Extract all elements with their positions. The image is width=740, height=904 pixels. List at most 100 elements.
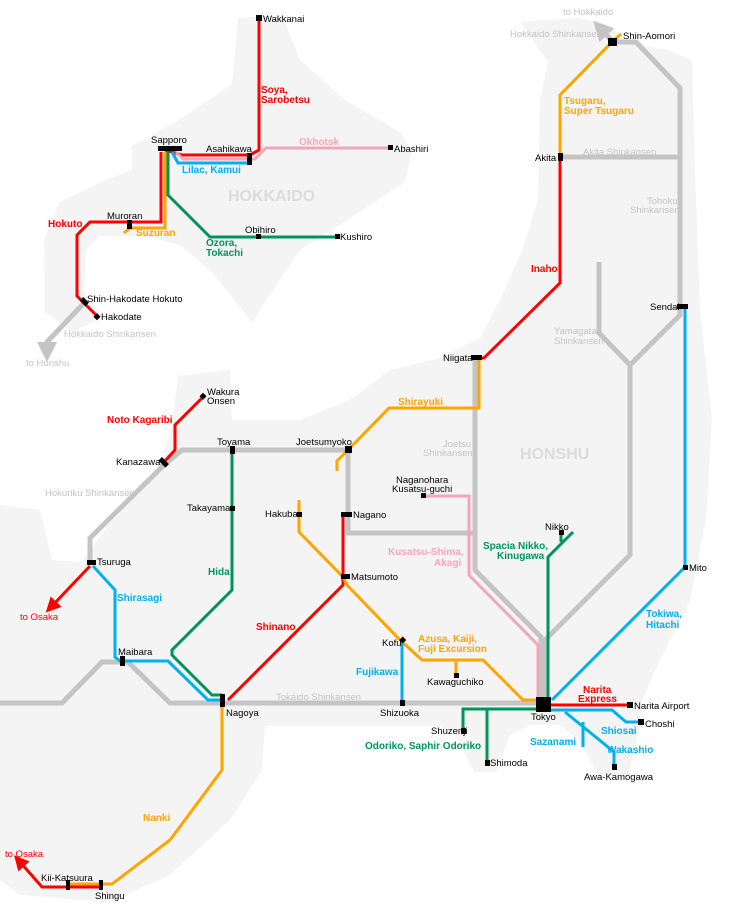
obihiro-marker[interactable] — [256, 234, 261, 239]
station-awa-kamogawa[interactable]: Awa-Kamogawa — [584, 772, 654, 783]
kii-katsuura-marker[interactable] — [66, 880, 70, 890]
station-wakura-onsen[interactable]: Wakura — [207, 387, 240, 398]
shizuoka-marker[interactable] — [400, 700, 405, 706]
soya-label: Sarobetsu — [261, 95, 310, 106]
awa-kamogawa-marker[interactable] — [612, 764, 617, 770]
kushiro-marker[interactable] — [335, 234, 340, 239]
hokuriku-shinkansen-label: Hokuriku Shinkansen — [45, 488, 135, 499]
nanki-label: Nanki — [143, 813, 170, 824]
niigata-marker[interactable] — [471, 355, 482, 360]
shuzenji-marker[interactable] — [461, 728, 466, 734]
station-naganohara[interactable]: Kusatsu-guchi — [392, 484, 452, 495]
station-sapporo[interactable]: Sapporo — [151, 135, 187, 146]
sendai-marker[interactable] — [677, 304, 688, 309]
station-hakodate[interactable]: Hakodate — [101, 312, 142, 323]
station-kawaguchiko[interactable]: Kawaguchiko — [427, 677, 484, 688]
station-shingu[interactable]: Shingu — [95, 891, 125, 902]
station-shimoda[interactable]: Shimoda — [490, 758, 528, 769]
station-nikko[interactable]: Nikko — [545, 522, 569, 533]
station-tokyo[interactable]: Tokyo — [531, 712, 556, 723]
station-shizuoka[interactable]: Shizuoka — [380, 708, 420, 719]
kusatsu-label: Kusatsu-Shima, — [388, 547, 464, 558]
tokyo-marker[interactable] — [536, 697, 551, 712]
station-narita-airport[interactable]: Narita Airport — [634, 701, 690, 712]
maibara-marker[interactable] — [120, 656, 125, 666]
spacia-label: Spacia Nikko, — [483, 541, 548, 552]
shirayuki-line — [335, 360, 481, 471]
station-maibara[interactable]: Maibara — [118, 647, 153, 658]
station-kanazawa[interactable]: Kanazawa — [116, 457, 161, 468]
kusatsu-line — [423, 494, 540, 700]
naganohara-marker[interactable] — [421, 493, 426, 498]
wakkanai-marker[interactable] — [256, 15, 262, 21]
station-obihiro[interactable]: Obihiro — [245, 225, 276, 236]
narita-express-label: Express — [578, 694, 617, 705]
ozora-line — [166, 152, 337, 239]
abashiri-marker[interactable] — [388, 145, 393, 150]
takayama-marker[interactable] — [230, 506, 235, 511]
ozora-label: Tokachi — [206, 248, 243, 259]
hokkaido-shinkansen-label-north: Hokkaido Shinkansen — [510, 29, 602, 40]
shimoda-marker[interactable] — [485, 760, 490, 766]
station-shin-aomori[interactable]: Shin-Aomori — [623, 31, 675, 42]
station-shin-hakodate-hokuto[interactable]: Shin-Hakodate Hokuto — [87, 294, 183, 305]
akita-marker[interactable] — [558, 153, 563, 161]
station-kii-katsuura[interactable]: Kii-Katsuura — [41, 873, 93, 884]
kii-osaka-line — [14, 855, 100, 889]
station-nagano[interactable]: Nagano — [353, 510, 386, 521]
station-nagoya[interactable]: Nagoya — [226, 708, 259, 719]
toyama-marker[interactable] — [230, 446, 235, 454]
station-kofu[interactable]: Kofu — [382, 638, 402, 649]
nagoya-marker[interactable] — [220, 694, 225, 707]
station-sendai[interactable]: Sendai — [650, 302, 680, 313]
station-hakuba[interactable]: Hakuba — [265, 509, 298, 520]
station-toyama[interactable]: Toyama — [217, 437, 251, 448]
station-abashiri[interactable]: Abashiri — [394, 144, 428, 155]
tsuruga-marker[interactable] — [87, 560, 96, 565]
tsugaru-label: Super Tsugaru — [564, 106, 634, 117]
shin-hakodate-marker[interactable] — [79, 297, 89, 307]
station-tsuruga[interactable]: Tsuruga — [97, 557, 132, 568]
matsumoto-marker[interactable] — [341, 574, 350, 579]
station-wakura-onsen[interactable]: Onsen — [207, 396, 235, 407]
nagano-marker[interactable] — [341, 512, 352, 517]
station-akita[interactable]: Akita — [535, 153, 557, 164]
station-mito[interactable]: Mito — [689, 563, 707, 574]
wakura-onsen-marker[interactable] — [199, 392, 207, 400]
muroran-marker[interactable] — [127, 220, 132, 229]
asahikawa-marker[interactable] — [247, 153, 252, 165]
station-shuzenji[interactable]: Shuzenji — [431, 726, 467, 737]
hakuba-marker[interactable] — [297, 512, 302, 517]
lilac-line — [170, 151, 250, 165]
station-asahikawa[interactable]: Asahikawa — [206, 144, 253, 155]
to-honshu-label: to Honshu — [26, 358, 69, 369]
station-niigata[interactable]: Niigata — [443, 353, 473, 364]
region-honshu: HONSHU — [520, 446, 589, 463]
azusa-label: Fuji Excursion — [418, 644, 487, 655]
kofu-marker[interactable] — [399, 636, 407, 644]
mito-marker[interactable] — [683, 565, 688, 570]
soya-label: Soya, — [261, 85, 288, 96]
nikko-marker[interactable] — [559, 530, 564, 535]
narita-airport-marker[interactable] — [627, 702, 633, 708]
station-matsumoto[interactable]: Matsumoto — [351, 572, 398, 583]
joetsumyoko-marker[interactable] — [345, 446, 352, 453]
kawaguchiko-marker[interactable] — [454, 673, 459, 678]
to-osaka-label: to Osaka — [20, 612, 59, 623]
shingu-marker[interactable] — [99, 880, 103, 890]
odoriko-label: Odoriko, Saphir Odoriko — [365, 741, 481, 752]
station-choshi[interactable]: Choshi — [645, 719, 675, 730]
tohoku-shinkansen-label: Shinkansen — [630, 205, 680, 216]
sapporo-marker[interactable] — [158, 146, 182, 151]
station-takayama[interactable]: Takayama — [187, 503, 231, 514]
kanazawa-marker[interactable] — [158, 457, 169, 468]
station-wakkanai[interactable]: Wakkanai — [263, 14, 304, 25]
station-joetsumyoko[interactable]: Joetsumyoko — [296, 437, 352, 448]
station-naganohara[interactable]: Naganohara — [396, 475, 449, 486]
station-muroran[interactable]: Muroran — [107, 211, 142, 222]
station-kushiro[interactable]: Kushiro — [340, 232, 372, 243]
kusatsu-label: Akagi — [434, 558, 461, 569]
choshi-marker[interactable] — [638, 719, 644, 725]
shin-aomori-marker[interactable] — [608, 38, 617, 46]
okhotsk-line — [174, 146, 390, 161]
